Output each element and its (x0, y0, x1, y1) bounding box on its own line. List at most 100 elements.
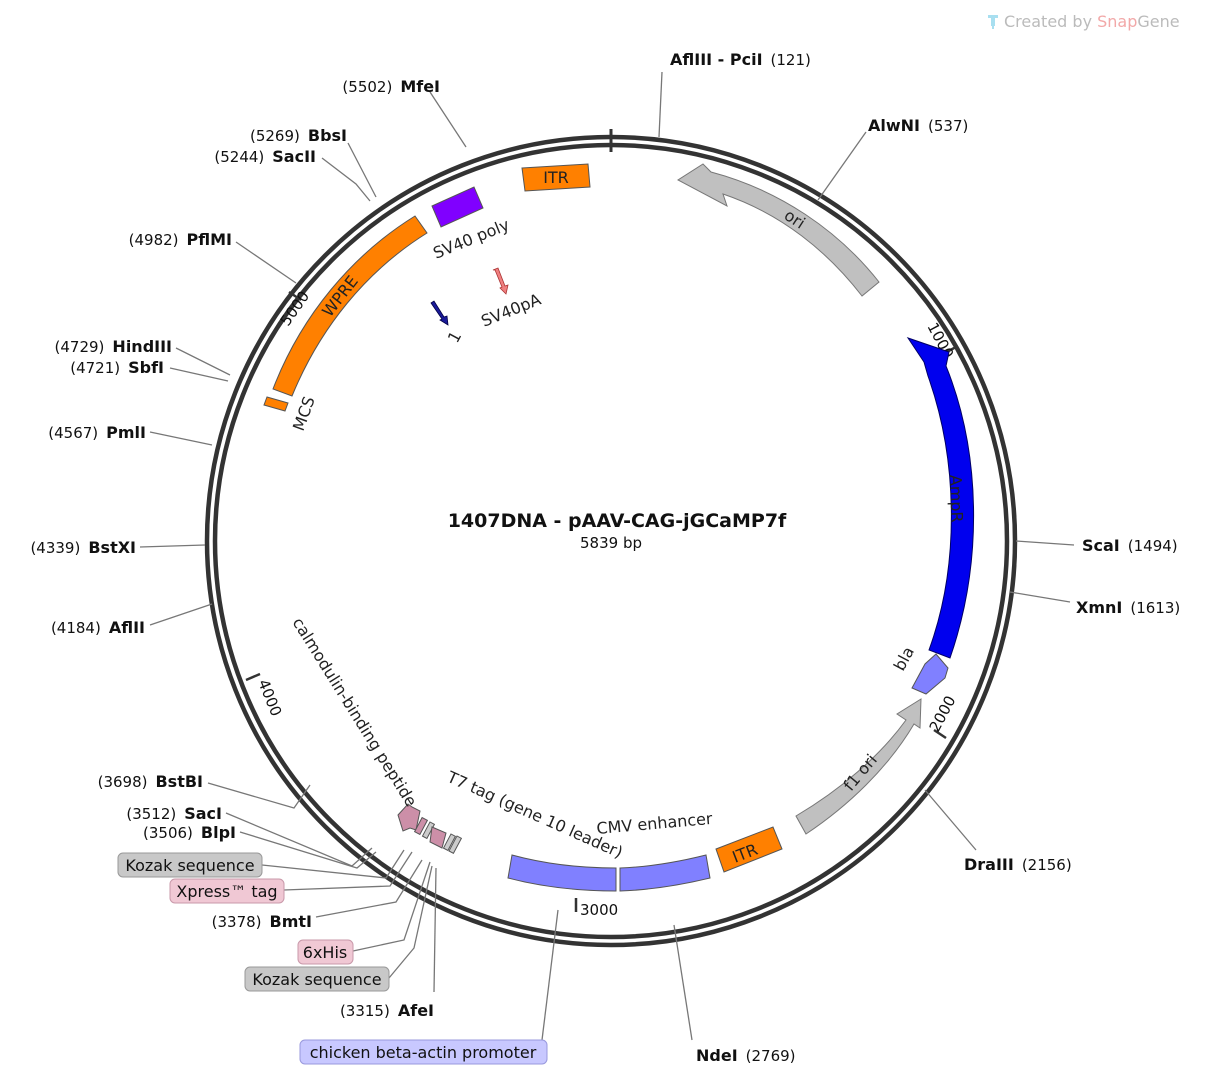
feature-itr-bottom[interactable]: ITR (715, 826, 783, 873)
feature-label-sv40pa: SV40pA (478, 290, 543, 331)
site-bstBI[interactable]: (3698)BstBI (98, 772, 311, 809)
site-hindIII[interactable]: (4729) HindIII (55, 337, 231, 376)
site-pflMI[interactable]: (4982) PflMI (129, 230, 297, 284)
site-name: PflMI (187, 230, 232, 249)
site-aflII[interactable]: (4184)AflII (51, 603, 213, 637)
feature-label-calmodulin: calmodulin-binding peptide (289, 614, 421, 810)
site-pos: (3506) (143, 824, 193, 842)
site-pos: (4721) (70, 359, 120, 377)
site-bstXI[interactable]: (4339) BstXI (30, 538, 206, 557)
feature-sv40-poly[interactable]: SV40 poly (430, 186, 512, 263)
site-pos: (5502) (342, 78, 392, 96)
pill-text: 6xHis (303, 943, 347, 962)
svg-text:(5244)SacII: (5244) SacII (214, 147, 316, 166)
site-name: HindIII (112, 337, 172, 356)
site-name: DraIII (964, 855, 1014, 874)
svg-text:(4339)BstXI: (4339) BstXI (30, 538, 136, 557)
svg-text:(4184)AflII: (4184)AflII (51, 618, 145, 637)
tick-label-2000: 2000 (926, 693, 960, 735)
site-name: AfeI (398, 1001, 434, 1020)
svg-text:(3698)BstBI: (3698)BstBI (98, 772, 203, 791)
tick-label-4000: 4000 (254, 677, 285, 719)
pill-chicken-beta-actin-promoter[interactable]: chicken beta-actin promoter (299, 909, 559, 1065)
feature-label-ampr: AmpR (946, 474, 967, 522)
site-pos: (3315) (340, 1002, 390, 1020)
site-pos: (3378) (212, 913, 262, 931)
feature-f1-ori[interactable]: f1 ori (795, 698, 922, 835)
feature-label-itr-top: ITR (543, 168, 569, 187)
svg-text:(5502)MfeI: (5502) MfeI (342, 77, 440, 96)
site-blpI[interactable]: (3506) BlpI (143, 823, 377, 869)
site-name: BlpI (201, 823, 236, 842)
site-pos: (1494) (1128, 537, 1178, 555)
feature-sv40pa[interactable]: SV40pA (478, 267, 544, 331)
site-name: SacI (184, 804, 222, 823)
site-name: NdeI (696, 1046, 738, 1065)
plasmid-length: 5839 bp (580, 534, 642, 552)
watermark-prefix: Created by (1004, 12, 1098, 31)
site-name: AflIII - PciI (670, 50, 763, 69)
site-name: SbfI (128, 358, 164, 377)
pill-text: Kozak sequence (125, 856, 254, 875)
svg-text:(4567)PmlI: (4567) PmlI (48, 423, 146, 442)
pill-text: Xpress™ tag (176, 882, 277, 901)
site-draIII[interactable]: DraIII (2156) (924, 789, 1072, 874)
tick-3000: 3000 (574, 898, 618, 919)
site-pmlI[interactable]: (4567) PmlI (48, 423, 213, 446)
site-mfeI[interactable]: (5502) MfeI (342, 77, 467, 148)
site-xmnI[interactable]: XmnI(1613) (1009, 591, 1180, 617)
site-ndeI[interactable]: NdeI (2769) (673, 924, 796, 1065)
site-afeI[interactable]: (3315) AfeI (340, 867, 437, 1020)
watermark-brand-gene: Gene (1137, 12, 1180, 31)
site-pos: (5244) (214, 148, 264, 166)
feature-primer-1[interactable]: 1 (430, 300, 466, 346)
site-sbfI[interactable]: (4721) SbfI (70, 358, 229, 382)
feature-mcs[interactable]: MCS (263, 394, 319, 434)
site-scaI[interactable]: ScaI (1494) (1015, 536, 1178, 555)
site-aflIII-pciI[interactable]: AflIII - PciI(121) (658, 50, 811, 138)
pill-text: Kozak sequence (252, 970, 381, 989)
site-pos: (2769) (746, 1047, 796, 1065)
pill-kozak-sequence-1[interactable]: Kozak sequence (117, 849, 405, 879)
site-sacII[interactable]: (5244) SacII (214, 147, 371, 202)
pill-text: chicken beta-actin promoter (310, 1043, 537, 1062)
feature-label-t7-tag: T7 tag (gene 10 leader) (443, 767, 625, 862)
site-bbsI[interactable]: (5269)BbsI (250, 126, 377, 198)
site-pos: (4339) (30, 539, 80, 557)
svg-text:(4729)HindIII: (4729) HindIII (55, 337, 172, 356)
svg-text:ScaI(1494): ScaI (1494) (1082, 536, 1178, 555)
site-name: AflII (109, 618, 145, 637)
feature-label-primer-1: 1 (444, 328, 466, 346)
svg-text:(5269)BbsI: (5269)BbsI (250, 126, 347, 145)
site-pos: (537) (928, 117, 968, 135)
site-name: PmlI (106, 423, 146, 442)
site-bmtI[interactable]: (3378)BmtI (212, 859, 423, 931)
feature-small-tags[interactable] (413, 816, 463, 855)
site-pos: (4729) (55, 338, 105, 356)
site-pos: (2156) (1022, 856, 1072, 874)
pill-6xhis[interactable]: 6xHis (297, 861, 431, 965)
tick-2000: 2000 (926, 693, 960, 740)
svg-text:(4721)SbfI: (4721) SbfI (70, 358, 164, 377)
svg-text:XmnI(1613): XmnI(1613) (1076, 598, 1180, 617)
site-name: SacII (272, 147, 316, 166)
site-name: ScaI (1082, 536, 1120, 555)
svg-text:AflIII - PciI(121): AflIII - PciI(121) (670, 50, 811, 69)
site-name: MfeI (400, 77, 440, 96)
site-pos: (4982) (129, 231, 179, 249)
svg-text:(3512)SacI: (3512) SacI (126, 804, 222, 823)
feature-itr-top[interactable]: ITR (521, 163, 591, 192)
pill-kozak-sequence-2[interactable]: Kozak sequence (244, 865, 433, 992)
pill-xpress-tag[interactable]: Xpress™ tag (169, 851, 413, 904)
tick-label-3000: 3000 (580, 901, 618, 919)
site-pos: (4567) (48, 424, 98, 442)
svg-text:AlwNI(537): AlwNI (537) (868, 116, 968, 135)
site-alwNI[interactable]: AlwNI (537) (817, 116, 968, 201)
site-pos: (3698) (98, 773, 148, 791)
feature-label-wpre: WPRE (318, 272, 362, 321)
site-name: AlwNI (868, 116, 920, 135)
site-name: BstXI (88, 538, 136, 557)
feature-ampr[interactable]: AmpR (906, 337, 975, 659)
site-pos: (3512) (126, 805, 176, 823)
